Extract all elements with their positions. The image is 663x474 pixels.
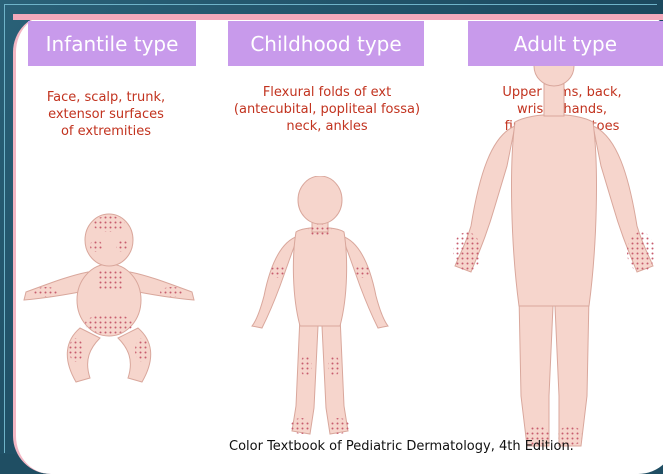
infant-figure-icon <box>18 210 200 390</box>
adult-figure-icon <box>445 66 663 454</box>
description-infantile: Face, scalp, trunk, extensor surfaces of… <box>18 89 194 140</box>
header-infantile-type: Infantile type <box>28 21 196 66</box>
description-line: of extremities <box>18 123 194 140</box>
child-figure-icon <box>240 176 400 446</box>
description-line: neck, ankles <box>212 118 442 135</box>
header-adult-type: Adult type <box>468 21 663 66</box>
description-childhood: Flexural folds of ext (antecubital, popl… <box>212 84 442 135</box>
description-line: extensor surfaces <box>18 106 194 123</box>
top-accent-band <box>13 14 663 20</box>
description-line: Face, scalp, trunk, <box>18 89 194 106</box>
source-caption: Color Textbook of Pediatric Dermatology,… <box>229 439 574 454</box>
header-childhood-type: Childhood type <box>228 21 424 66</box>
description-line: Flexural folds of ext <box>212 84 442 101</box>
description-line: (antecubital, popliteal fossa) <box>212 101 442 118</box>
